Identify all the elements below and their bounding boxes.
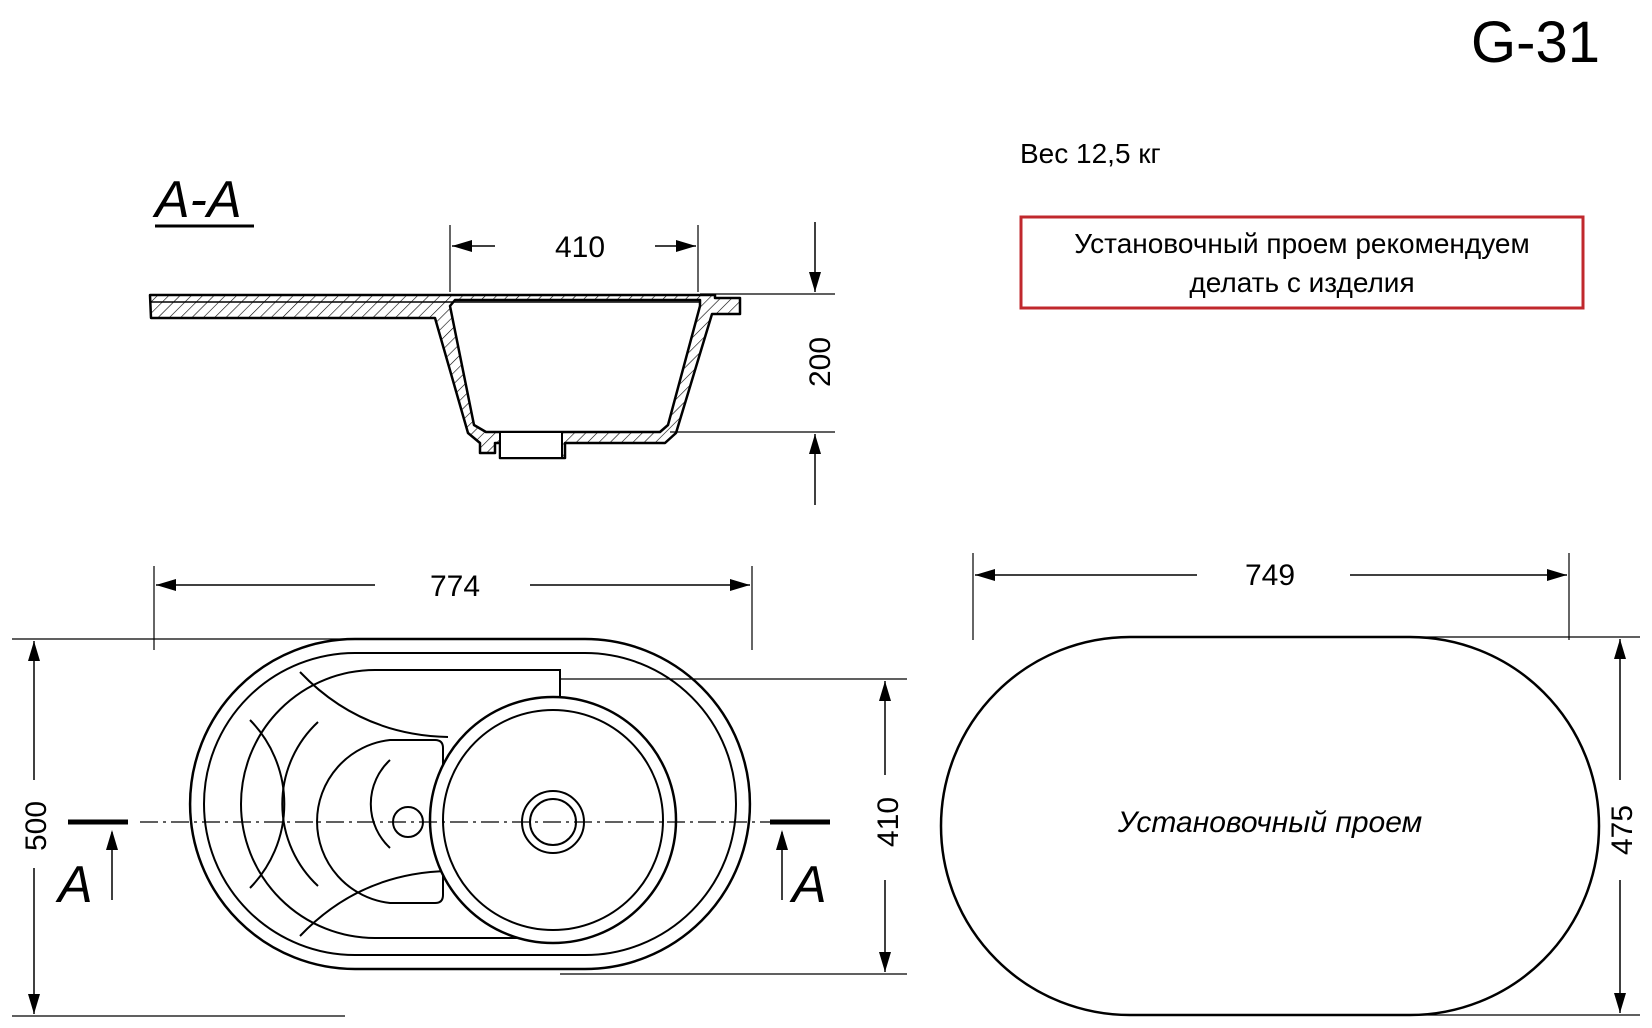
bowl-inner	[442, 709, 664, 931]
cutout-dim-width: 749	[1245, 559, 1295, 592]
drainboard-groove	[281, 721, 319, 887]
bowl-outer	[428, 695, 678, 945]
note-line-1: Установочный проем рекомендуем	[1074, 228, 1529, 259]
top-view: 774 500 410 A A	[12, 566, 907, 1017]
note-line-2: делать с изделия	[1189, 267, 1414, 298]
drainboard-groove	[369, 759, 391, 849]
note-box	[1019, 215, 1585, 310]
cut-marker-left: A	[55, 819, 128, 914]
cutout-view: Установочный проем 749 475	[939, 553, 1640, 1017]
drainboard-groove	[299, 870, 449, 937]
drainboard-groove	[249, 719, 286, 889]
drainboard-recess	[316, 739, 444, 904]
section-dim-depth: 200	[804, 337, 837, 387]
svg-text:A: A	[789, 856, 827, 914]
svg-text:A-A: A-A	[152, 171, 242, 229]
drain-section	[499, 431, 563, 459]
cutout-dim-height: 475	[1606, 805, 1639, 855]
cutout-label: Установочный проем	[1117, 806, 1422, 839]
weight-label: Вес 12,5 кг	[1020, 138, 1161, 169]
top-dim-width: 774	[430, 570, 480, 603]
drainboard-outline	[240, 669, 561, 939]
drainboard-groove	[299, 671, 449, 738]
section-hatched-body	[148, 293, 742, 460]
section-label: A-A	[152, 171, 254, 229]
section-view: 410 200	[148, 222, 837, 505]
top-dim-height: 500	[20, 801, 53, 851]
section-dim-bowl-width: 410	[555, 231, 605, 264]
svg-text:A: A	[55, 856, 93, 914]
top-dim-bowl: 410	[872, 797, 905, 847]
sink-rim-inner	[203, 652, 737, 956]
sink-outline	[188, 637, 752, 971]
cut-marker-right: A	[770, 819, 830, 914]
model-title: G-31	[1471, 10, 1600, 75]
